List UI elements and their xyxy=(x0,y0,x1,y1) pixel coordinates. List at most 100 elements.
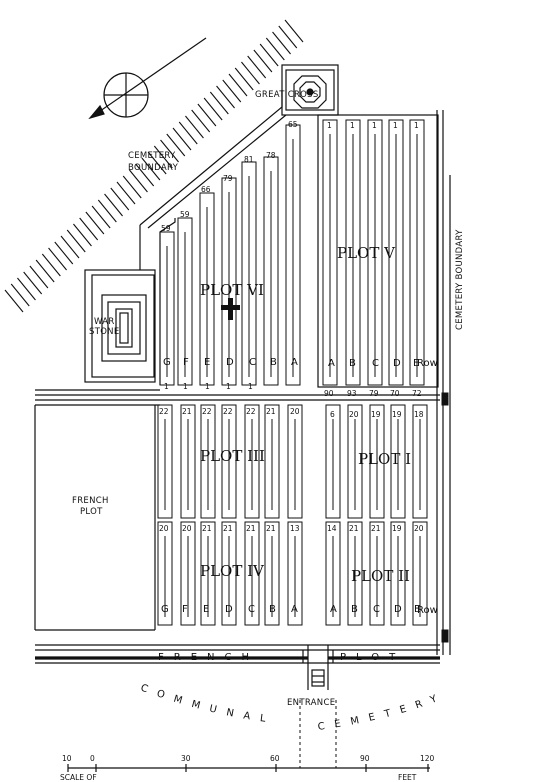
grave-row-column xyxy=(200,521,216,626)
scale-bar xyxy=(67,764,430,772)
plot-v-bottom-number: 93 xyxy=(347,389,357,398)
scale-tick-label: 90 xyxy=(360,754,370,763)
plot-v-bottom-number: 90 xyxy=(324,389,334,398)
hatch-mark xyxy=(209,91,229,115)
upper-left-row-letter: G xyxy=(163,357,171,368)
plot-i-top-number: 19 xyxy=(392,410,402,419)
grave-row-column xyxy=(157,404,173,519)
grave-row-column xyxy=(325,521,341,626)
upper-right-row-letter: E xyxy=(413,358,419,369)
hatch-mark xyxy=(185,115,204,139)
grave-row-column xyxy=(287,404,303,519)
plot-iii-top-number: 22 xyxy=(202,407,212,416)
upper-left-row-letter: C xyxy=(249,357,256,368)
hatch-mark xyxy=(272,31,291,55)
hatch-mark xyxy=(66,229,86,253)
upper-left-row-letter: F xyxy=(183,357,189,368)
hatch-mark xyxy=(197,103,217,127)
hatch-mark xyxy=(216,85,235,109)
french-band-right-label: PLOT xyxy=(340,652,405,663)
war-stone-label-2: STONE xyxy=(89,327,120,337)
cross-symbol-icon xyxy=(221,298,240,320)
hatch-mark xyxy=(234,67,254,91)
cemetery-boundary-label-2: BOUNDARY xyxy=(128,163,179,173)
hatch-mark xyxy=(29,265,49,289)
right-boundary xyxy=(436,110,451,655)
cemetery-bottom-label: CEMETERY xyxy=(317,690,448,733)
grave-row-column xyxy=(221,404,237,519)
grave-row-column xyxy=(345,119,361,386)
hatch-mark xyxy=(73,223,92,247)
hatch-mark xyxy=(4,289,24,313)
plot-iv-top-number: 21 xyxy=(246,524,256,533)
upper-left-row-letter: E xyxy=(204,357,210,368)
great-cross-structure xyxy=(281,64,339,116)
plot-i-top-number: 20 xyxy=(349,410,359,419)
grave-row-column xyxy=(285,124,301,386)
grave-row-column xyxy=(347,521,363,626)
hatch-mark xyxy=(104,193,123,217)
plot-ii-top-number: 14 xyxy=(327,524,337,533)
grave-row-column xyxy=(157,521,173,626)
row-label-lower: Row xyxy=(417,605,438,616)
grave-row-column xyxy=(221,521,237,626)
hatch-mark xyxy=(153,145,173,169)
entrance-gate xyxy=(307,645,329,690)
hatch-mark xyxy=(147,151,167,175)
scale-tick-label: 60 xyxy=(270,754,280,763)
lower-right-row-letter: A xyxy=(330,604,337,615)
lower-left-row-letter: B xyxy=(269,604,276,615)
plot-iv-top-number: 20 xyxy=(182,524,192,533)
hatch-mark xyxy=(247,55,267,79)
grave-row-column xyxy=(177,217,193,386)
plot-i-top-number: 19 xyxy=(371,410,381,419)
hatch-mark xyxy=(129,169,148,193)
grave-row-column xyxy=(263,156,279,386)
communal-label: COMMUNAL xyxy=(139,683,276,726)
upper-right-row-letter: D xyxy=(393,358,401,369)
plot-vi-top-number: 59 xyxy=(161,224,171,233)
plot-vi-top-number: 65 xyxy=(288,120,298,129)
grave-row-column xyxy=(244,521,260,626)
plot-vi-top-number: 78 xyxy=(266,151,276,160)
plot-v-bottom-number: 70 xyxy=(390,389,400,398)
plot-iv-top-number: 20 xyxy=(159,524,169,533)
plot-i-top-number: 6 xyxy=(330,410,335,419)
plot-v-top-number: 1 xyxy=(350,121,355,130)
war-stone-enclosure xyxy=(84,269,156,383)
grave-row-column xyxy=(347,404,363,519)
grave-row-column xyxy=(159,231,175,386)
hatch-mark xyxy=(135,163,155,187)
plot-ii-top-number: 20 xyxy=(414,524,424,533)
plot-vi-top-number: 59 xyxy=(180,210,190,219)
plot-v-top-number: 1 xyxy=(414,121,419,130)
hatch-mark xyxy=(60,235,80,259)
plot-vi-bottom-number: 1 xyxy=(205,382,210,391)
hatch-mark xyxy=(91,205,111,229)
hatch-mark xyxy=(259,43,279,67)
upper-left-row-letter: D xyxy=(226,357,234,368)
hatch-mark xyxy=(17,277,36,301)
great-cross-label: GREAT CROSS xyxy=(255,90,319,100)
hatch-mark xyxy=(241,61,260,85)
hatch-mark xyxy=(222,79,242,103)
plot-v-bottom-number: 79 xyxy=(369,389,379,398)
plot-iii-top-number: 20 xyxy=(290,407,300,416)
grave-row-column xyxy=(390,404,406,519)
plot-iv-top-number: 21 xyxy=(202,524,212,533)
compass-icon xyxy=(88,37,207,120)
scale-label-right: FEET xyxy=(398,773,417,782)
grave-row-column xyxy=(221,177,237,386)
plot-iii-top-number: 22 xyxy=(246,407,256,416)
grave-row-column xyxy=(199,192,215,386)
plot-vi-bottom-number: 1 xyxy=(226,382,231,391)
plot-vi-top-number: 81 xyxy=(244,155,254,164)
scale-dashed-lines xyxy=(299,700,337,768)
hatch-mark xyxy=(265,37,285,61)
plot-v-top-number: 1 xyxy=(372,121,377,130)
plot-vi-bottom-number: 1 xyxy=(248,382,253,391)
plot-v-top-number: 1 xyxy=(393,121,398,130)
grave-row-column xyxy=(412,521,428,626)
hatch-mark xyxy=(178,121,198,145)
